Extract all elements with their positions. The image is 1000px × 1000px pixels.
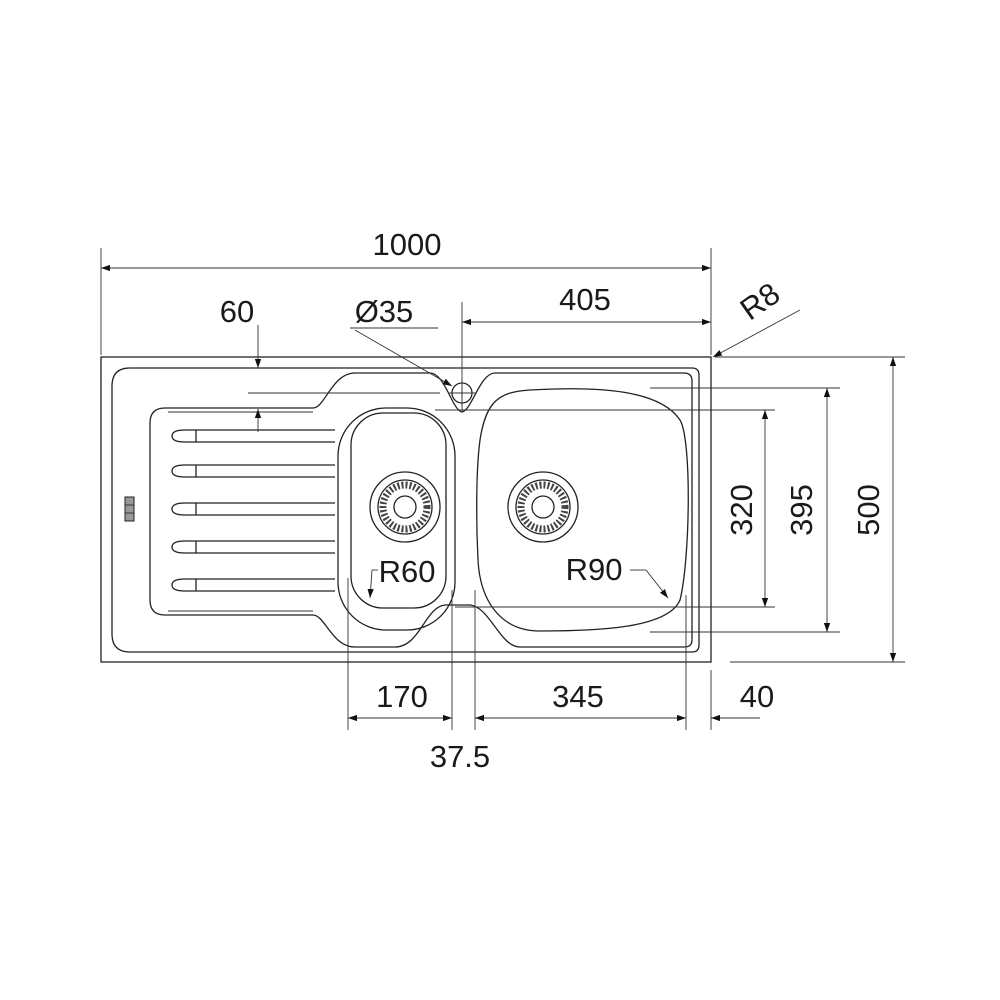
dim-small-bowl-width: 170 <box>376 679 428 714</box>
dim-large-bowl-outer: 395 <box>784 484 819 536</box>
small-bowl <box>337 407 456 631</box>
inner-contour <box>149 372 693 648</box>
small-bowl-rim <box>337 407 456 631</box>
dim-right-margin: 40 <box>740 679 774 714</box>
drainer-grooves <box>171 429 335 592</box>
small-bowl-basin <box>350 412 447 609</box>
countertop-cutout-outline <box>100 356 712 663</box>
overflow-slots <box>125 504 134 514</box>
dim-tap-to-right: 405 <box>559 282 611 317</box>
drainer-groove <box>171 502 335 516</box>
dim-large-bowl-width: 345 <box>552 679 604 714</box>
dim-overall-width: 500 <box>851 484 886 536</box>
drain-icon <box>507 471 579 543</box>
large-bowl-basin <box>476 388 689 632</box>
drainer-groove <box>171 429 335 443</box>
dimension-lines <box>100 248 905 730</box>
overflow-icon <box>124 496 135 522</box>
dim-overall-length: 1000 <box>373 227 442 262</box>
dim-drainer-depth: 60 <box>220 294 254 329</box>
drainer-edge <box>168 411 313 612</box>
dim-bowl-gap: 37.5 <box>430 739 490 774</box>
dim-tap-hole: Ø35 <box>355 294 414 329</box>
sink-outline <box>100 356 712 663</box>
drainer-groove <box>171 540 335 554</box>
dim-corner-radius: R8 <box>734 276 787 327</box>
sink-rim <box>111 367 700 653</box>
drainer-groove <box>171 464 335 478</box>
drain-icon <box>369 471 441 543</box>
dim-bowl-depth: 320 <box>724 484 759 536</box>
dim-large-bowl-radius: R90 <box>566 552 623 587</box>
drainer-groove <box>171 578 335 592</box>
large-bowl <box>476 388 689 632</box>
dim-small-bowl-radius: R60 <box>379 554 436 589</box>
